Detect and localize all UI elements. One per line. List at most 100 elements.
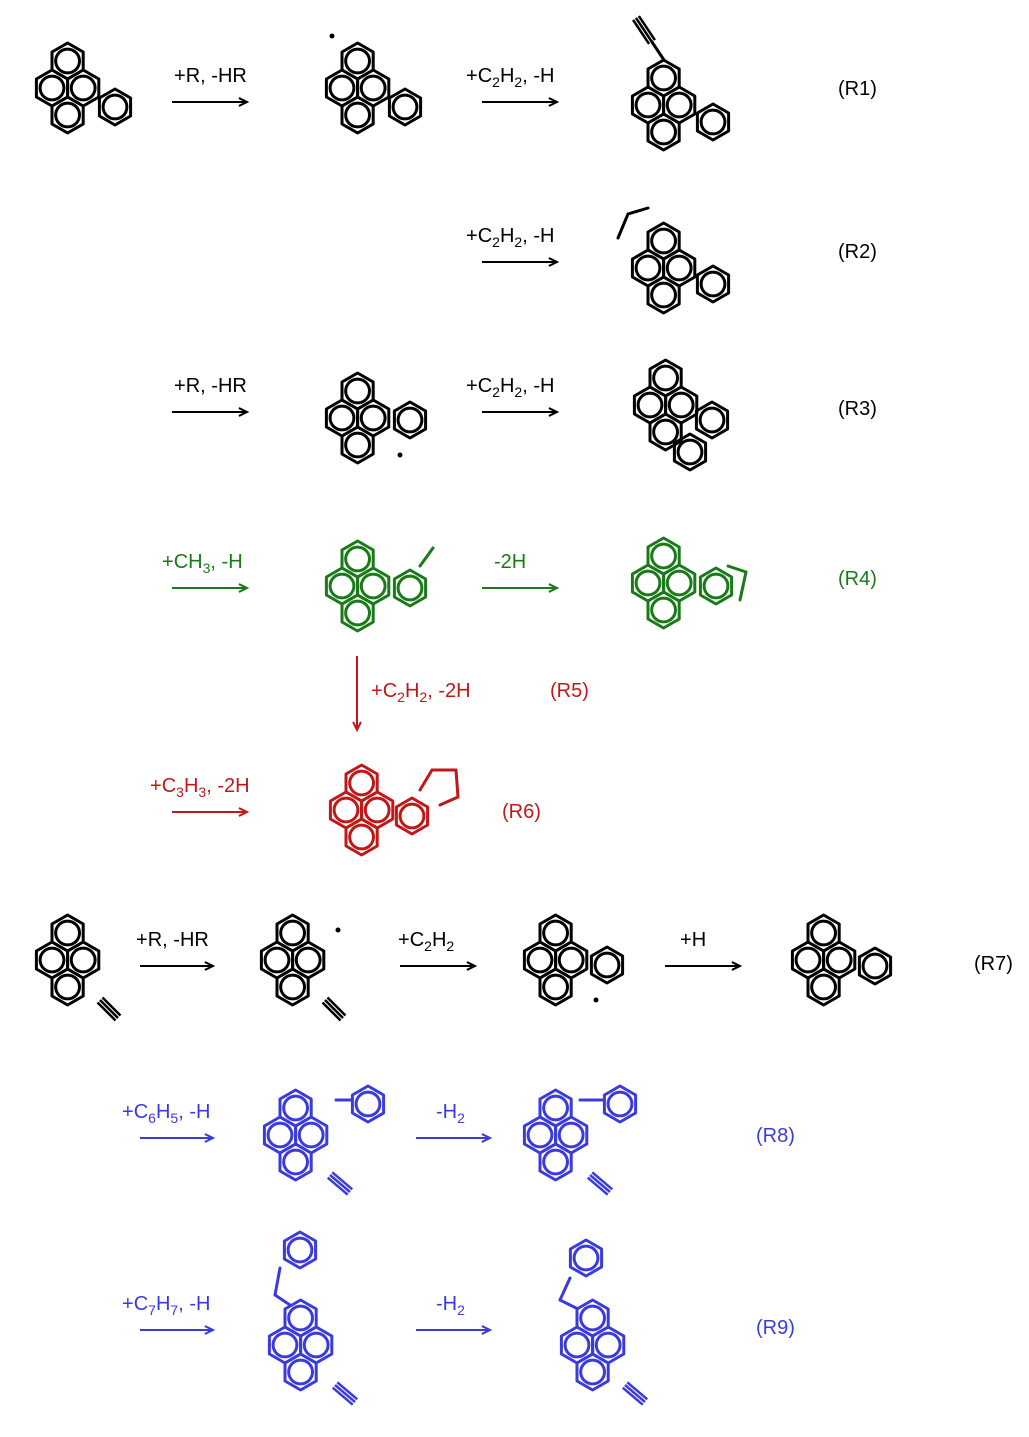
aromatic-ring xyxy=(275,967,310,1007)
arrow-r8-step-1 xyxy=(140,1133,216,1143)
aromatic-ring xyxy=(695,102,731,142)
bond xyxy=(273,1293,292,1307)
aromatic-ring xyxy=(283,1352,318,1392)
reaction-tag-r8: (R8) xyxy=(756,1125,795,1147)
arrow-r1-step-2 xyxy=(482,97,560,107)
arrow-r9-step-2 xyxy=(416,1325,493,1335)
bond xyxy=(454,768,460,799)
aromatic-ring xyxy=(340,95,375,135)
bond xyxy=(726,564,748,574)
bond xyxy=(438,795,460,807)
reaction-tag-r2: (R2) xyxy=(838,241,877,263)
aromatic-ring xyxy=(387,87,423,127)
ethynyl-group xyxy=(621,1381,649,1406)
reaction-tag-r4: (R4) xyxy=(838,568,877,590)
aromatic-ring xyxy=(698,566,734,606)
molecule-layer xyxy=(34,15,893,1406)
ethynyl-bond xyxy=(650,40,666,62)
label-r5-step-1: +C2H2, -2H xyxy=(371,680,471,705)
arrow-r1-step-1 xyxy=(172,97,250,107)
arrow-r5 xyxy=(352,656,362,733)
arrow-r3-step-1 xyxy=(172,407,250,417)
reaction-tag-r3: (R3) xyxy=(838,398,877,420)
label-r1-step-2: +C2H2, -H xyxy=(466,65,554,90)
aromatic-ring xyxy=(857,946,893,986)
aromatic-ring xyxy=(646,112,681,152)
label-layer: +R, -HR +C2H2, -H (R1) +C2H2, -H (R2) +R, -HR… xyxy=(122,65,1013,1339)
label-r2-step-1: +C2H2, -H xyxy=(466,225,554,250)
aromatic-ring xyxy=(646,590,681,630)
arrow-r7-step-1 xyxy=(140,961,216,971)
ethynyl-group xyxy=(632,15,656,45)
arrow-r6-step-1 xyxy=(172,807,250,817)
arrow-r3-step-2 xyxy=(482,407,560,417)
bond xyxy=(616,212,630,240)
aromatic-ring xyxy=(694,400,730,440)
aromatic-ring xyxy=(50,967,85,1007)
label-r8-step-1: +C6H5, -H xyxy=(122,1101,210,1126)
aromatic-ring xyxy=(392,568,428,608)
ethynyl-group xyxy=(96,996,122,1022)
bond xyxy=(626,206,650,216)
methyl-bond xyxy=(418,546,435,568)
label-r3-step-1: +R, -HR xyxy=(174,375,247,397)
radical-dot xyxy=(397,452,403,458)
aromatic-ring xyxy=(538,1142,573,1182)
reaction-tag-r9: (R9) xyxy=(756,1317,795,1339)
label-r7-step-3: +H xyxy=(680,929,706,951)
ethynyl-group xyxy=(586,1171,614,1196)
radical-dot xyxy=(335,927,341,933)
aromatic-ring xyxy=(806,967,841,1007)
reaction-tag-r1: (R1) xyxy=(838,78,877,100)
arrow-r4-step-1 xyxy=(172,583,250,593)
aromatic-ring xyxy=(278,1142,313,1182)
bond xyxy=(738,570,748,602)
arrow-r2-step-1 xyxy=(482,257,560,267)
label-r4-step-1: +CH3, -H xyxy=(162,551,243,576)
aromatic-ring xyxy=(648,412,683,452)
arrow-r8-step-2 xyxy=(416,1133,493,1143)
reaction-tag-r7: (R7) xyxy=(974,953,1013,975)
aromatic-ring xyxy=(340,593,375,633)
label-r4-step-2: -2H xyxy=(494,551,526,573)
ethynyl-group xyxy=(331,1381,359,1406)
arrow-r7-step-3 xyxy=(665,961,743,971)
radical-dot xyxy=(593,997,599,1003)
label-r8-step-2: -H2 xyxy=(436,1101,465,1126)
aromatic-ring xyxy=(538,967,573,1007)
aromatic-ring xyxy=(672,432,708,472)
reaction-tag-r6: (R6) xyxy=(502,801,541,823)
aromatic-ring xyxy=(350,1084,386,1124)
aromatic-ring xyxy=(568,1238,604,1278)
reaction-tag-r5: (R5) xyxy=(550,680,589,702)
ethynyl-group xyxy=(326,1171,354,1196)
bond xyxy=(558,1276,572,1302)
radical-dot xyxy=(329,33,335,39)
arrow-r7-step-2 xyxy=(400,961,478,971)
arrow-r9-step-1 xyxy=(140,1325,216,1335)
label-r6-step-1: +C3H3, -2H xyxy=(150,775,250,800)
aromatic-ring xyxy=(97,87,133,127)
aromatic-ring xyxy=(344,817,379,857)
aromatic-ring xyxy=(602,1084,638,1124)
aromatic-ring xyxy=(392,400,428,440)
aromatic-ring xyxy=(394,796,430,836)
aromatic-ring xyxy=(695,264,731,304)
bond xyxy=(273,1266,282,1297)
label-r9-step-2: -H2 xyxy=(436,1293,465,1318)
arrow-layer xyxy=(140,97,743,1335)
aromatic-ring xyxy=(340,425,375,465)
label-r3-step-2: +C2H2, -H xyxy=(466,375,554,400)
label-r7-step-2: +C2H2 xyxy=(398,929,454,954)
aromatic-ring xyxy=(282,1230,318,1270)
label-r1-step-1: +R, -HR xyxy=(174,65,247,87)
label-r9-step-1: +C7H7, -H xyxy=(122,1293,210,1318)
ethynyl-group xyxy=(321,996,347,1022)
aromatic-ring xyxy=(646,275,681,315)
aromatic-ring xyxy=(589,945,625,985)
arrow-r4-step-2 xyxy=(482,583,560,593)
bond xyxy=(558,1298,578,1310)
bond xyxy=(418,768,434,792)
aromatic-ring xyxy=(575,1352,610,1392)
